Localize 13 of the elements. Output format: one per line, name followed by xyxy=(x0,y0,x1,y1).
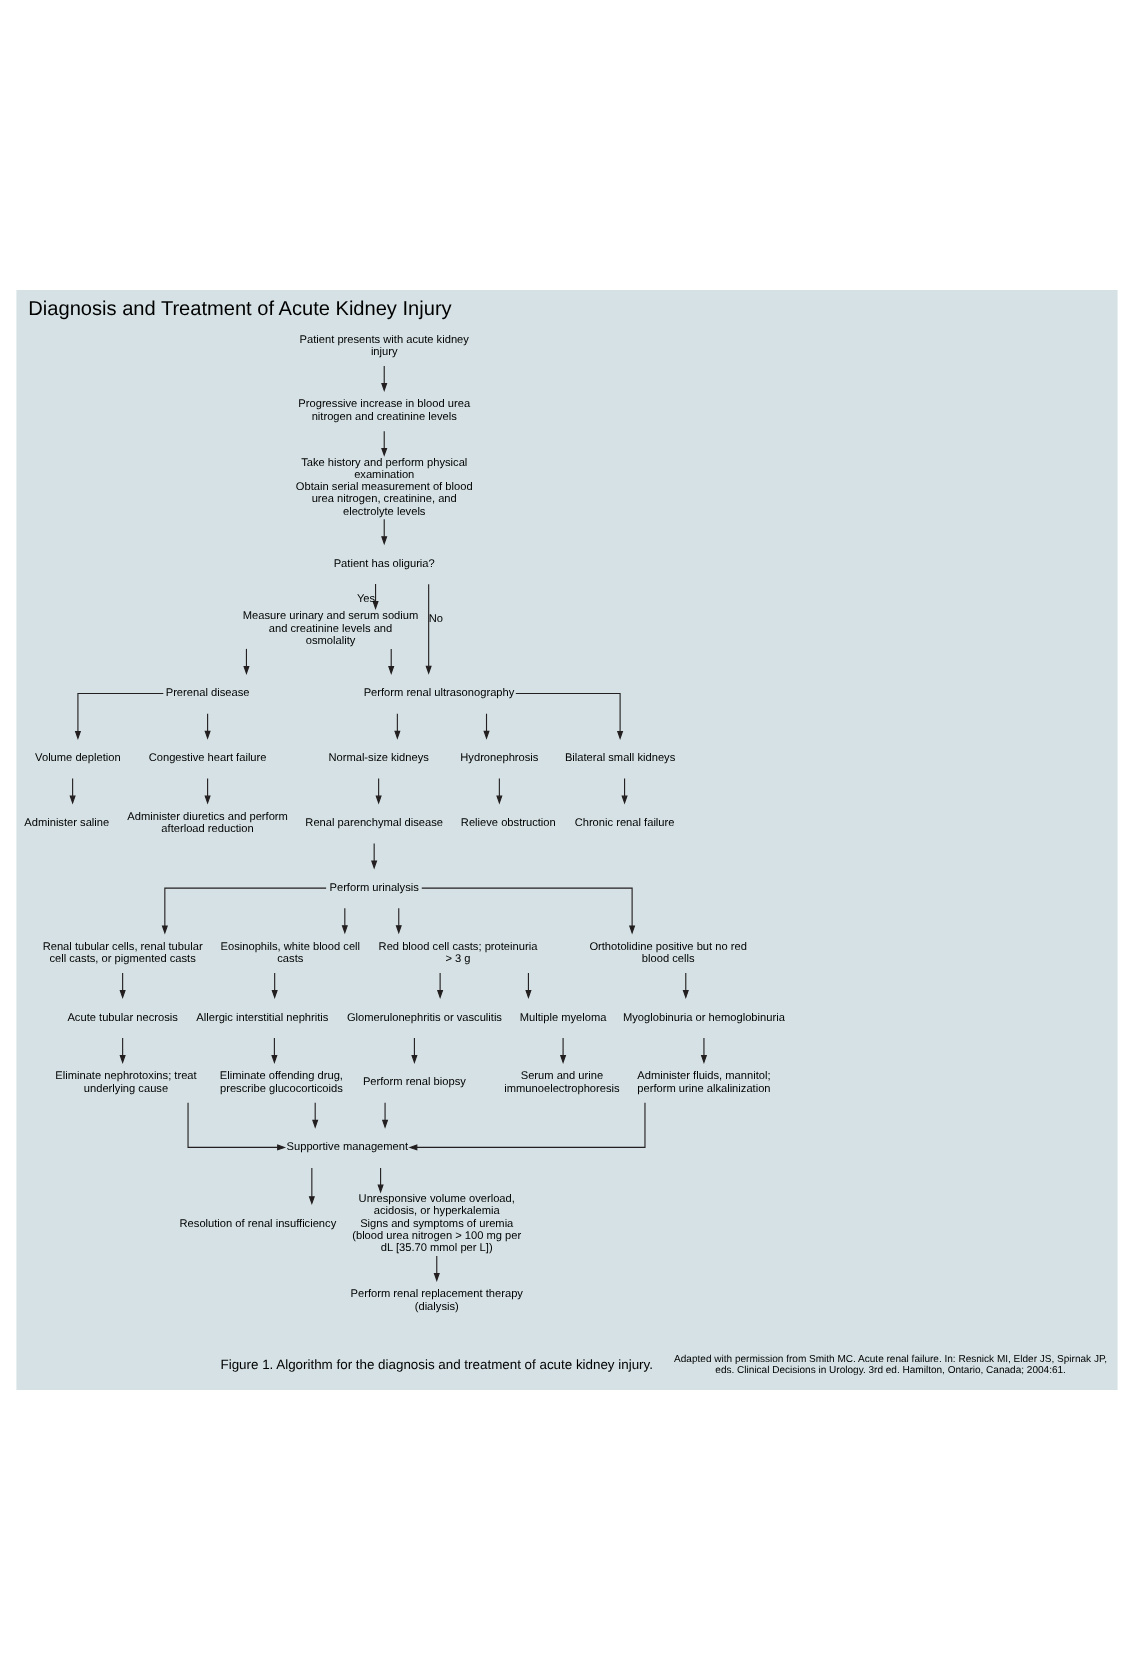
arrow xyxy=(700,1037,708,1064)
arrow xyxy=(187,1102,287,1151)
diagram-title: Diagnosis and Treatment of Acute Kidney Injury xyxy=(28,299,452,322)
arrow xyxy=(421,887,636,935)
arrow xyxy=(515,693,624,740)
arrow xyxy=(559,1037,567,1064)
arrow xyxy=(74,693,164,740)
arrow xyxy=(437,972,444,1000)
arrow xyxy=(381,1102,389,1129)
arrow xyxy=(425,583,432,675)
arrow xyxy=(161,887,327,935)
arrow xyxy=(408,1102,646,1151)
arrow xyxy=(308,1167,315,1206)
